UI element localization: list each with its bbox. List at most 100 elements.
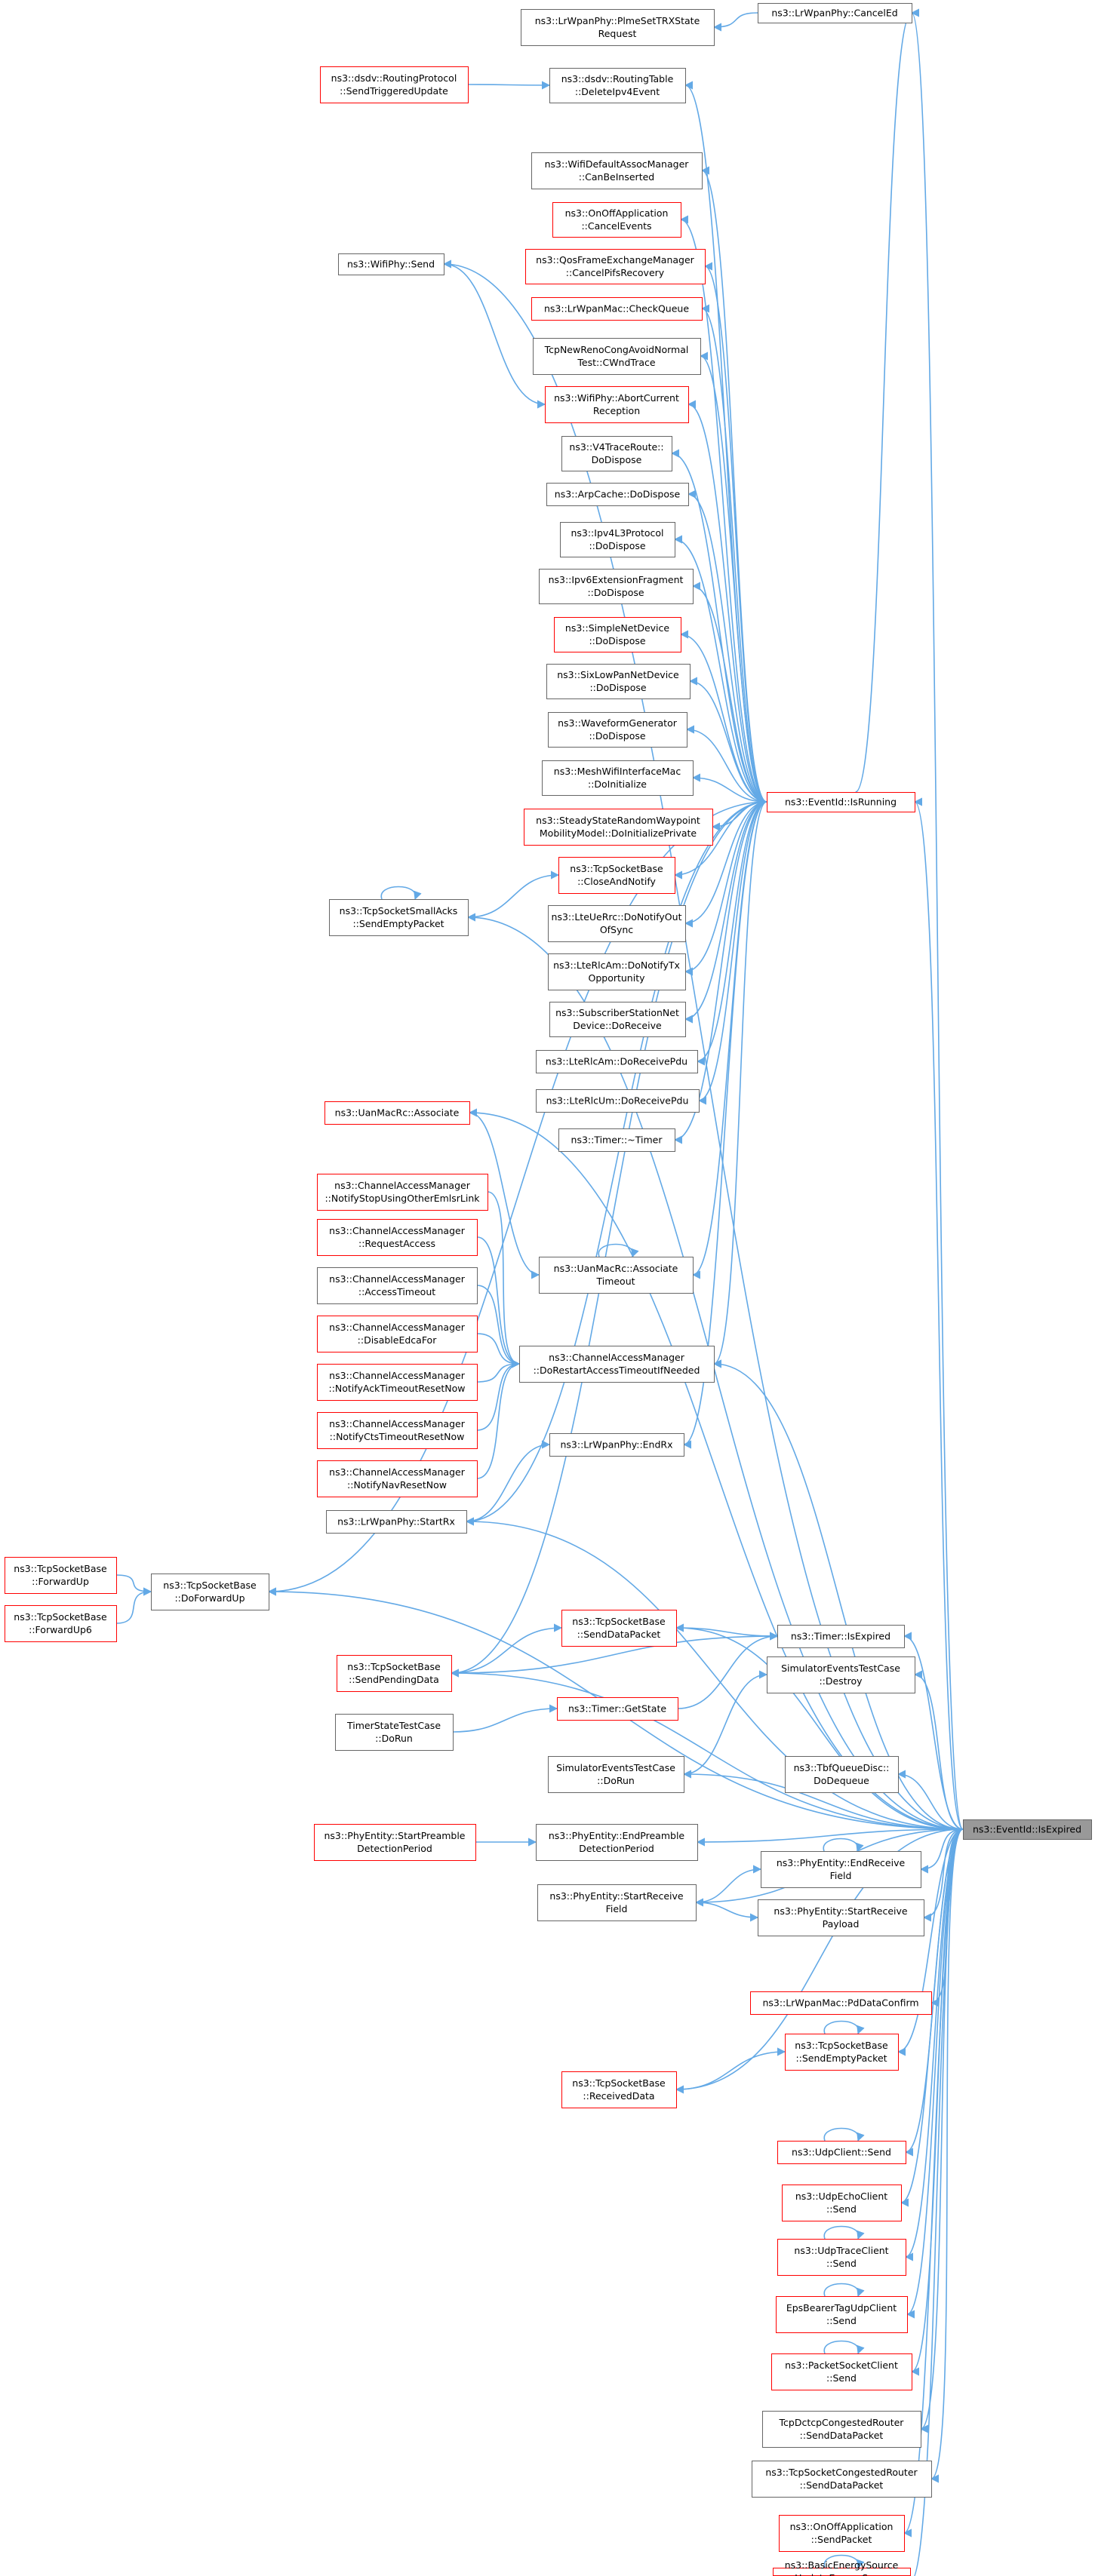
edge-cam_restart-to-cam_nav — [476, 1359, 521, 1479]
node-v4trace[interactable]: ns3::V4TraceRoute::DoDispose — [561, 436, 672, 471]
node-ipv6ext[interactable]: ns3::Ipv6ExtensionFragment::DoDispose — [539, 569, 694, 604]
node-box — [777, 2239, 906, 2276]
node-label-line: ::DeleteIpv4Event — [575, 86, 660, 97]
node-dsdv_delete[interactable]: ns3::dsdv::RoutingTable::DeleteIpv4Event — [549, 68, 686, 103]
node-basicenergy[interactable]: ns3::BasicEnergySource::UpdateEnergySour… — [773, 2559, 911, 2576]
node-label-line: ::NotifyNavResetNow — [347, 1479, 447, 1491]
node-arpcache[interactable]: ns3::ArpCache::DoDispose — [546, 483, 689, 506]
node-label-line: ::SendPendingData — [349, 1674, 439, 1685]
node-label-line: ::DoForwardUp — [174, 1592, 245, 1604]
node-cam_cts[interactable]: ns3::ChannelAccessManager::NotifyCtsTime… — [317, 1412, 478, 1449]
node-lterlcam_rx[interactable]: ns3::LteRlcAm::DoReceivePdu — [536, 1050, 698, 1073]
node-label-line: ns3::SixLowPanNetDevice — [557, 669, 679, 680]
node-box — [539, 569, 694, 604]
node-udpclient_send[interactable]: ns3::UdpClient::Send — [777, 2141, 906, 2164]
node-timer_dtor[interactable]: ns3::Timer::~Timer — [558, 1128, 675, 1152]
node-wifiphy_send[interactable]: ns3::WifiPhy::Send — [338, 253, 444, 275]
node-tcp_senddatapacket[interactable]: ns3::TcpSocketBase::SendDataPacket — [561, 1610, 677, 1647]
node-eventid_isrunning[interactable]: ns3::EventId::IsRunning — [767, 792, 915, 812]
edge-sim_destroy-to-eventid_isexpired — [913, 1670, 964, 1830]
node-phy_startpreamble[interactable]: ns3::PhyEntity::StartPreambleDetectionPe… — [314, 1824, 476, 1861]
node-uanmacrc_assoc[interactable]: ns3::UanMacRc::Associate — [325, 1101, 470, 1125]
node-ipv4l3[interactable]: ns3::Ipv4L3Protocol::DoDispose — [560, 522, 675, 557]
node-tcpcongested[interactable]: ns3::TcpSocketCongestedRouter::SendDataP… — [752, 2461, 932, 2498]
node-epsbearer_send[interactable]: EpsBearerTagUdpClient::Send — [776, 2296, 908, 2333]
node-box — [777, 1625, 905, 1648]
node-tcpdctcp[interactable]: TcpDctcpCongestedRouter::SendDataPacket — [762, 2411, 921, 2448]
node-qos_cancel[interactable]: ns3::QosFrameExchangeManager::CancelPifs… — [525, 249, 706, 284]
node-box — [317, 1267, 478, 1304]
node-cancel_ed[interactable]: ns3::LrWpanPhy::CancelEd — [758, 3, 912, 23]
node-phy_endpreamble[interactable]: ns3::PhyEntity::EndPreambleDetectionPeri… — [536, 1824, 698, 1861]
node-box — [542, 760, 694, 796]
node-tcp_receiveddata[interactable]: ns3::TcpSocketBase::ReceivedData — [561, 2071, 677, 2108]
node-packetsocket_send[interactable]: ns3::PacketSocketClient::Send — [771, 2353, 912, 2390]
edge-lterlcum_rx-to-eventid_isrunning — [697, 801, 767, 1105]
node-lterlcum_rx[interactable]: ns3::LteRlcUm::DoReceivePdu — [536, 1089, 700, 1113]
node-lrwpanphy_startrx[interactable]: ns3::LrWpanPhy::StartRx — [326, 1510, 467, 1534]
node-box — [776, 2296, 908, 2333]
node-label-line: ns3::TcpSocketBase — [347, 1661, 441, 1672]
node-label-line: DetectionPeriod — [357, 1843, 432, 1854]
node-sim_destroy[interactable]: SimulatorEventsTestCase::Destroy — [767, 1656, 915, 1693]
node-cam_ack[interactable]: ns3::ChannelAccessManager::NotifyAckTime… — [317, 1364, 478, 1401]
edge-sim_destroy-to-sim_dorun — [683, 1670, 768, 1775]
node-subscriber[interactable]: ns3::SubscriberStationNetDevice::DoRecei… — [549, 1002, 686, 1037]
node-label-line: ns3::TcpSocketBase — [572, 2077, 666, 2089]
node-lrwpanmac_pd[interactable]: ns3::LrWpanMac::PdDataConfirm — [750, 1991, 932, 2015]
node-meshwifi[interactable]: ns3::MeshWifiInterfaceMac::DoInitialize — [542, 760, 694, 796]
edge-basicenergy-to-eventid_isexpired — [913, 1828, 964, 2576]
node-sim_dorun[interactable]: SimulatorEventsTestCase::DoRun — [548, 1756, 684, 1793]
node-udpecho_send[interactable]: ns3::UdpEchoClient::Send — [782, 2185, 902, 2221]
node-box — [317, 1174, 488, 1211]
node-label-line: ns3::UdpEchoClient — [795, 2191, 887, 2202]
node-lrwpanmac_check[interactable]: ns3::LrWpanMac::CheckQueue — [531, 297, 703, 321]
node-cam_restart[interactable]: ns3::ChannelAccessManager::DoRestartAcce… — [519, 1346, 715, 1383]
node-steadystate[interactable]: ns3::SteadyStateRandomWaypointMobilityMo… — [524, 809, 713, 846]
node-tcp_doforwardup[interactable]: ns3::TcpSocketBase::DoForwardUp — [151, 1574, 269, 1610]
node-udptrace_send[interactable]: ns3::UdpTraceClient::Send — [777, 2239, 906, 2276]
node-waveform[interactable]: ns3::WaveformGenerator::DoDispose — [548, 712, 687, 748]
node-timerstate_dorun[interactable]: TimerStateTestCase::DoRun — [335, 1714, 454, 1751]
node-cam_disable[interactable]: ns3::ChannelAccessManager::DisableEdcaFo… — [317, 1316, 478, 1352]
node-cam_notifystop[interactable]: ns3::ChannelAccessManager::NotifyStopUsi… — [317, 1174, 488, 1211]
node-label-line: ::SendEmptyPacket — [352, 918, 444, 929]
node-tcp_sendempty[interactable]: ns3::TcpSocketBase::SendEmptyPacket — [785, 2034, 899, 2071]
edge-cam_restart-to-cam_timeout — [476, 1285, 521, 1368]
node-cam_request[interactable]: ns3::ChannelAccessManager::RequestAccess — [317, 1219, 478, 1256]
node-eventid_isexpired[interactable]: ns3::EventId::IsExpired — [963, 1819, 1092, 1840]
node-wifi_assoc[interactable]: ns3::WifiDefaultAssocManager::CanBeInser… — [531, 152, 703, 189]
node-tbf_dequeue[interactable]: ns3::TbfQueueDisc::DoDequeue — [785, 1756, 899, 1793]
node-tcpsmallacks[interactable]: ns3::TcpSocketSmallAcks::SendEmptyPacket — [329, 899, 469, 936]
node-box — [531, 152, 703, 189]
node-tcp_closeandnotify[interactable]: ns3::TcpSocketBase::CloseAndNotify — [558, 857, 675, 894]
node-label-line: ::DisableEdcaFor — [358, 1334, 438, 1346]
node-tcp_forwardup6[interactable]: ns3::TcpSocketBase::ForwardUp6 — [5, 1605, 117, 1642]
node-timer_getstate[interactable]: ns3::Timer::GetState — [557, 1697, 678, 1721]
node-onoff_sendpacket[interactable]: ns3::OnOffApplication::SendPacket — [779, 2515, 905, 2552]
node-sixlowpan[interactable]: ns3::SixLowPanNetDevice::DoDispose — [546, 664, 691, 699]
node-label-line: ::Send — [826, 2258, 857, 2269]
node-cam_nav[interactable]: ns3::ChannelAccessManager::NotifyNavRese… — [317, 1460, 478, 1497]
node-tcp_forwardup[interactable]: ns3::TcpSocketBase::ForwardUp — [5, 1557, 117, 1594]
node-label-line: ::DoDispose — [587, 587, 644, 598]
node-label-line: ns3::TcpSocketSmallAcks — [340, 905, 458, 916]
node-onoff_cancel[interactable]: ns3::OnOffApplication::CancelEvents — [552, 202, 681, 238]
node-lrwpanphy_endrx[interactable]: ns3::LrWpanPhy::EndRx — [549, 1433, 684, 1457]
edge-tcp_receiveddata-to-eventid_isexpired — [675, 1828, 964, 2094]
node-dsdv_send_triggered[interactable]: ns3::dsdv::RoutingProtocol::SendTriggere… — [320, 66, 469, 103]
node-cam_timeout[interactable]: ns3::ChannelAccessManager::AccessTimeout — [317, 1267, 478, 1304]
edge-udptrace_send-to-eventid_isexpired — [904, 1828, 964, 2261]
node-simplenet[interactable]: ns3::SimpleNetDevice::DoDispose — [554, 617, 681, 652]
node-tcp_sendpending[interactable]: ns3::TcpSocketBase::SendPendingData — [337, 1655, 452, 1692]
node-timer_isexpired[interactable]: ns3::Timer::IsExpired — [777, 1625, 905, 1648]
